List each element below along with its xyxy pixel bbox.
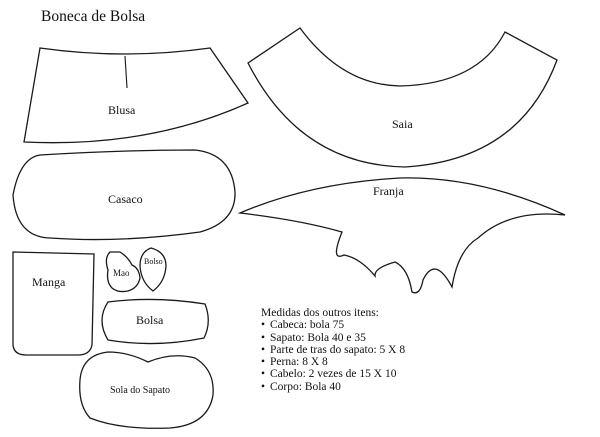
bullet-icon: • xyxy=(261,356,266,369)
bullet-icon: • xyxy=(261,380,266,393)
franja-piece xyxy=(237,177,566,294)
saia-piece xyxy=(247,27,558,168)
bolso-piece xyxy=(139,247,167,292)
note-text: Cabelo: 2 vezes de 15 X 10 xyxy=(270,368,397,381)
blusa-piece xyxy=(23,47,249,144)
note-text: Parte de tras do sapato: 5 X 8 xyxy=(270,343,406,356)
bolsa-piece xyxy=(101,298,209,345)
note-item: • Parte de tras do sapato: 5 X 8 xyxy=(261,344,405,356)
bolso-label: Bolso xyxy=(144,257,163,266)
note-text: Cabeca: bola 75 xyxy=(270,319,345,332)
manga-label: Manga xyxy=(32,275,66,289)
note-text: Sapato: Bola 40 e 35 xyxy=(270,331,366,344)
sola-piece xyxy=(79,351,214,429)
bolsa-label: Bolsa xyxy=(136,313,164,327)
note-item: • Corpo: Bola 40 xyxy=(261,381,405,393)
bullet-icon: • xyxy=(261,319,266,332)
page-title: Boneca de Bolsa xyxy=(41,8,146,25)
measurements-notes: Medidas dos outros itens: • Cabeca: bola … xyxy=(261,307,405,393)
note-item: • Cabeca: bola 75 xyxy=(261,319,405,331)
note-text: Perna: 8 X 8 xyxy=(270,356,328,369)
casaco-piece xyxy=(12,149,236,241)
sola-label: Sola do Sapato xyxy=(110,385,170,396)
notes-heading: Medidas dos outros itens: xyxy=(261,307,379,319)
franja-label: Franja xyxy=(373,184,404,198)
bullet-icon: • xyxy=(261,331,266,344)
note-item: • Sapato: Bola 40 e 35 xyxy=(261,332,405,344)
note-item: • Perna: 8 X 8 xyxy=(261,356,405,368)
mao-piece xyxy=(105,251,141,293)
mao-label: Mao xyxy=(113,268,130,278)
manga-piece xyxy=(12,251,95,356)
bullet-icon: • xyxy=(261,343,266,356)
saia-label: Saia xyxy=(392,117,413,131)
blusa-label: Blusa xyxy=(108,103,136,117)
blusa-center-seam xyxy=(124,55,128,89)
note-item: • Cabelo: 2 vezes de 15 X 10 xyxy=(261,368,405,380)
note-text: Corpo: Bola 40 xyxy=(270,380,341,393)
bullet-icon: • xyxy=(261,368,266,381)
casaco-label: Casaco xyxy=(108,192,143,206)
